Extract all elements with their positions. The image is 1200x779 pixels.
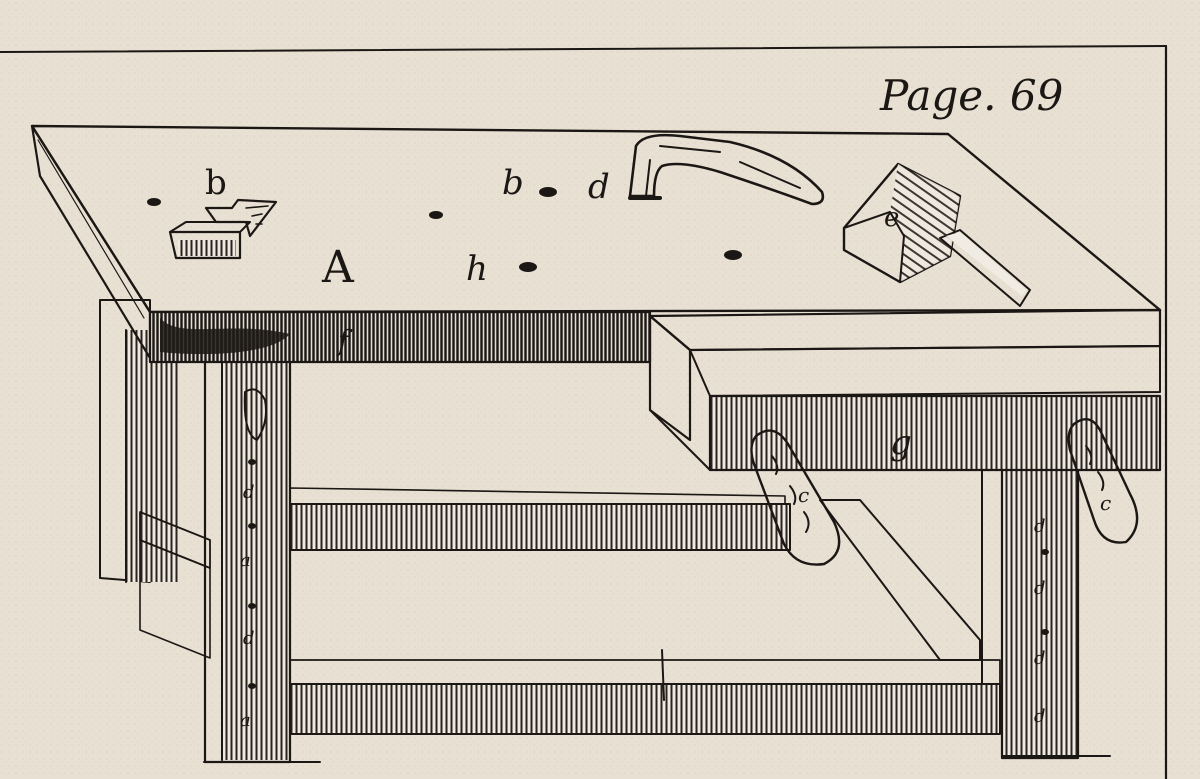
vise-jaw (710, 396, 1160, 470)
leg-hole-markers (248, 459, 256, 689)
label-vise-screw-right-c: c (1100, 491, 1111, 515)
leg-left-hole-label-2: a (240, 550, 251, 571)
holdfast (628, 133, 825, 206)
plate-border (0, 44, 1168, 779)
left-side-stretcher (139, 511, 211, 659)
leg-right-hole-markers (1041, 549, 1049, 635)
leg-right-hole-label-1: d (1034, 516, 1046, 537)
bench-stop (168, 198, 278, 260)
page-number: Page. 69 (879, 71, 1063, 120)
bottom-front-rail (289, 649, 1001, 735)
label-mallet-e: e (884, 203, 899, 233)
vise-screw-right (1067, 418, 1139, 544)
label-vise-g: g (890, 423, 912, 463)
label-bench-stop-b: b (205, 163, 227, 203)
front-vise (648, 308, 1162, 472)
leg-left-hole-label-4: a (240, 710, 251, 731)
leg-left-hole-label-3: d (243, 628, 255, 649)
leg-left-hole-label-1: d (243, 482, 255, 503)
label-hole-b: b (502, 163, 524, 203)
leg-right-hole-label-3: d (1034, 648, 1046, 669)
bench-top (30, 124, 1162, 364)
label-hole-h: h (466, 249, 488, 289)
mallet (842, 162, 1031, 307)
leg-right-hole-label-4: d (1034, 706, 1046, 727)
right-side-stretcher (819, 499, 981, 661)
leg-right-hole-label-2: d (1034, 578, 1046, 599)
front-left-leg: d a d a (203, 328, 321, 764)
label-holdfast-d: d (588, 167, 610, 207)
vise-screw-left (750, 429, 841, 566)
bench-dog-holes (147, 187, 742, 272)
label-vise-screw-left-c: c (798, 483, 809, 507)
label-bench-top-A: A (321, 242, 355, 293)
